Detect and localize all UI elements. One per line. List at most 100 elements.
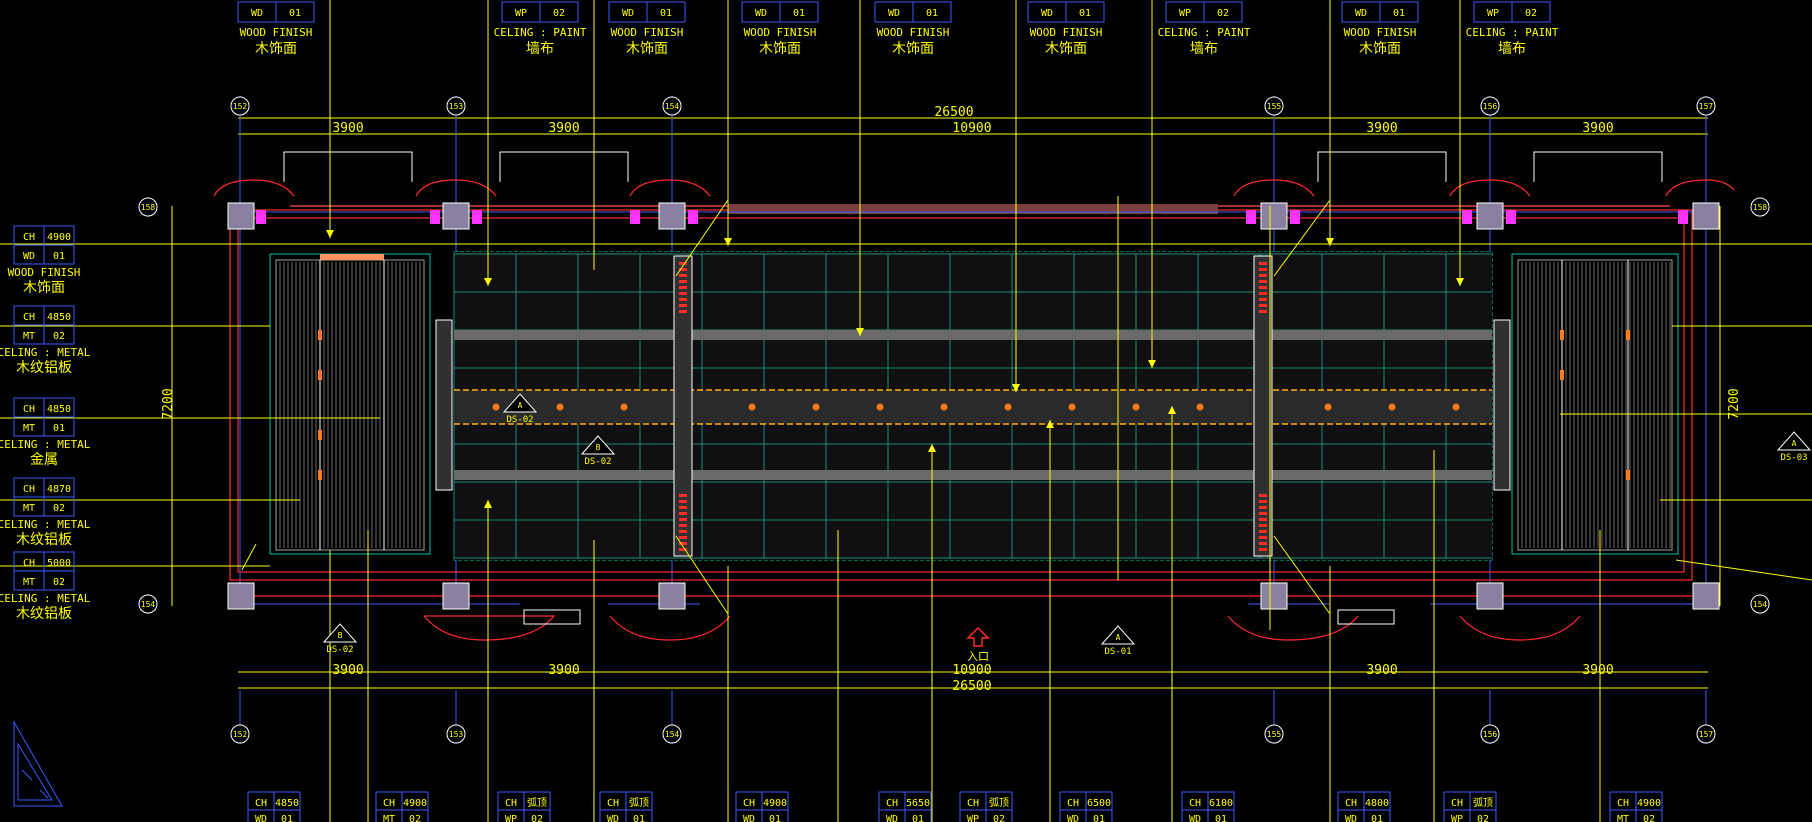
left-tag-ch: CH — [23, 404, 35, 415]
grid-bubble-bottom: 155 — [1267, 730, 1282, 739]
bottom-tag-height: 4800 — [1365, 798, 1389, 809]
bottom-tag-height: 弧顶 — [989, 796, 1009, 809]
top-tag-chinese: 木饰面 — [1045, 41, 1087, 57]
top-tag-finish: CELING : PAINT — [494, 26, 587, 39]
left-tag-number: 02 — [53, 331, 65, 342]
left-tag-ch: CH — [23, 484, 35, 495]
top-tag-number: 02 — [553, 8, 565, 19]
top-dimension-lines: 26500 10900 3900 3900 3900 3900 3900 390… — [238, 105, 1708, 694]
grid-bubble-left: 158 — [141, 203, 156, 212]
left-tag-code: WD — [23, 251, 35, 262]
left-tag-finish: CELING : METAL — [0, 592, 91, 605]
bottom-tag-code: WD — [1189, 814, 1201, 822]
left-tag-height: 5000 — [47, 558, 71, 569]
left-tag-number: 02 — [53, 577, 65, 588]
grid-bubble-left: 154 — [141, 600, 156, 609]
bottom-tag-height: 4900 — [1637, 798, 1661, 809]
bottom-tag-code: WD — [255, 814, 267, 822]
grid-bubble-right: 158 — [1753, 203, 1768, 212]
section-reference: DS-02 — [326, 645, 353, 655]
bottom-tag-number: 01 — [1215, 814, 1227, 822]
columns — [227, 202, 1720, 610]
bottom-tag-ch: CH — [255, 798, 267, 809]
bottom-tag-ch: CH — [743, 798, 755, 809]
section-letter: A — [1116, 633, 1121, 642]
left-tag-number: 02 — [53, 503, 65, 514]
top-tag-number: 02 — [1217, 8, 1229, 19]
top-tag-code: WD — [888, 8, 900, 19]
section-letter: B — [338, 631, 343, 640]
bottom-tag-height: 弧顶 — [527, 796, 547, 809]
left-tag-height: 4870 — [47, 484, 71, 495]
entrance-label: 入口 — [967, 650, 989, 663]
left-tag-chinese: 木饰面 — [23, 280, 65, 296]
bottom-tag-code: MT — [383, 814, 395, 822]
top-tag-chinese: 墙布 — [1190, 41, 1218, 57]
section-reference: DS-02 — [584, 457, 611, 467]
left-tag-chinese: 木纹铝板 — [16, 532, 72, 548]
top-tag-finish: WOOD FINISH — [240, 26, 313, 39]
bottom-tag-code: WD — [743, 814, 755, 822]
entrance-arrow-icon — [966, 626, 990, 647]
top-tag-number: 01 — [926, 8, 938, 19]
grid-bubble-top: 157 — [1699, 102, 1714, 111]
dim-height-right: 7200 — [1727, 388, 1742, 419]
bottom-tag-number: 02 — [1477, 814, 1489, 822]
grid-bubble-bottom: 152 — [233, 730, 248, 739]
section-reference: DS-03 — [1780, 453, 1807, 463]
top-tag-code: WD — [1041, 8, 1053, 19]
top-tag-finish: CELING : PAINT — [1466, 26, 1559, 39]
dim-bay-bottom-2: 3900 — [548, 663, 579, 678]
left-tag-height: 4900 — [47, 232, 71, 243]
grid-bubble-top: 154 — [665, 102, 680, 111]
top-tag-number: 01 — [1393, 8, 1405, 19]
bottom-tag-height: 5650 — [906, 798, 930, 809]
bottom-tag-ch: CH — [886, 798, 898, 809]
top-tag-chinese: 墙布 — [1498, 41, 1526, 57]
top-tag-chinese: 木饰面 — [255, 41, 297, 57]
top-tag-number: 02 — [1525, 8, 1537, 19]
bottom-tag-ch: CH — [607, 798, 619, 809]
dim-mid-top: 10900 — [952, 121, 991, 136]
bottom-tag-height: 4900 — [403, 798, 427, 809]
left-tag-chinese: 木纹铝板 — [16, 606, 72, 622]
bottom-tag-ch: CH — [505, 798, 517, 809]
bottom-tag-height: 4850 — [275, 798, 299, 809]
left-tag-code: MT — [23, 331, 35, 342]
dim-bay-bottom-4: 3900 — [1582, 663, 1613, 678]
column-mullions — [256, 210, 1688, 224]
left-tag-code: MT — [23, 577, 35, 588]
section-letter: A — [1792, 439, 1797, 448]
top-tag-chinese: 木饰面 — [626, 41, 668, 57]
bottom-tag-code: MT — [1617, 814, 1629, 822]
grid-bubble-bottom: 154 — [665, 730, 680, 739]
bottom-tag-ch: CH — [967, 798, 979, 809]
top-tag-chinese: 墙布 — [526, 41, 554, 57]
grid-bubble-bottom: 157 — [1699, 730, 1714, 739]
bottom-tag-number: 01 — [1093, 814, 1105, 822]
left-tag-finish: CELING : METAL — [0, 518, 91, 531]
bottom-tag-height: 弧顶 — [629, 796, 649, 809]
left-tag-height: 4850 — [47, 312, 71, 323]
central-ceiling-grid — [435, 251, 1511, 561]
bottom-tag-code: WD — [607, 814, 619, 822]
grid-bubble-top: 153 — [449, 102, 464, 111]
bottom-tag-number: 01 — [1371, 814, 1383, 822]
left-tag-finish: WOOD FINISH — [8, 266, 81, 279]
leader-arrows — [326, 230, 1464, 508]
grid-bubble-top: 156 — [1483, 102, 1498, 111]
dim-bay-bottom-1: 3900 — [332, 663, 363, 678]
left-tag-code: MT — [23, 423, 35, 434]
bottom-tag-height: 弧顶 — [1473, 796, 1493, 809]
top-tag-number: 01 — [1079, 8, 1091, 19]
left-tag-height: 4850 — [47, 404, 71, 415]
north-arrow-icon — [13, 720, 63, 807]
top-tag-code: WP — [1487, 8, 1499, 19]
top-tag-code: WP — [515, 8, 527, 19]
